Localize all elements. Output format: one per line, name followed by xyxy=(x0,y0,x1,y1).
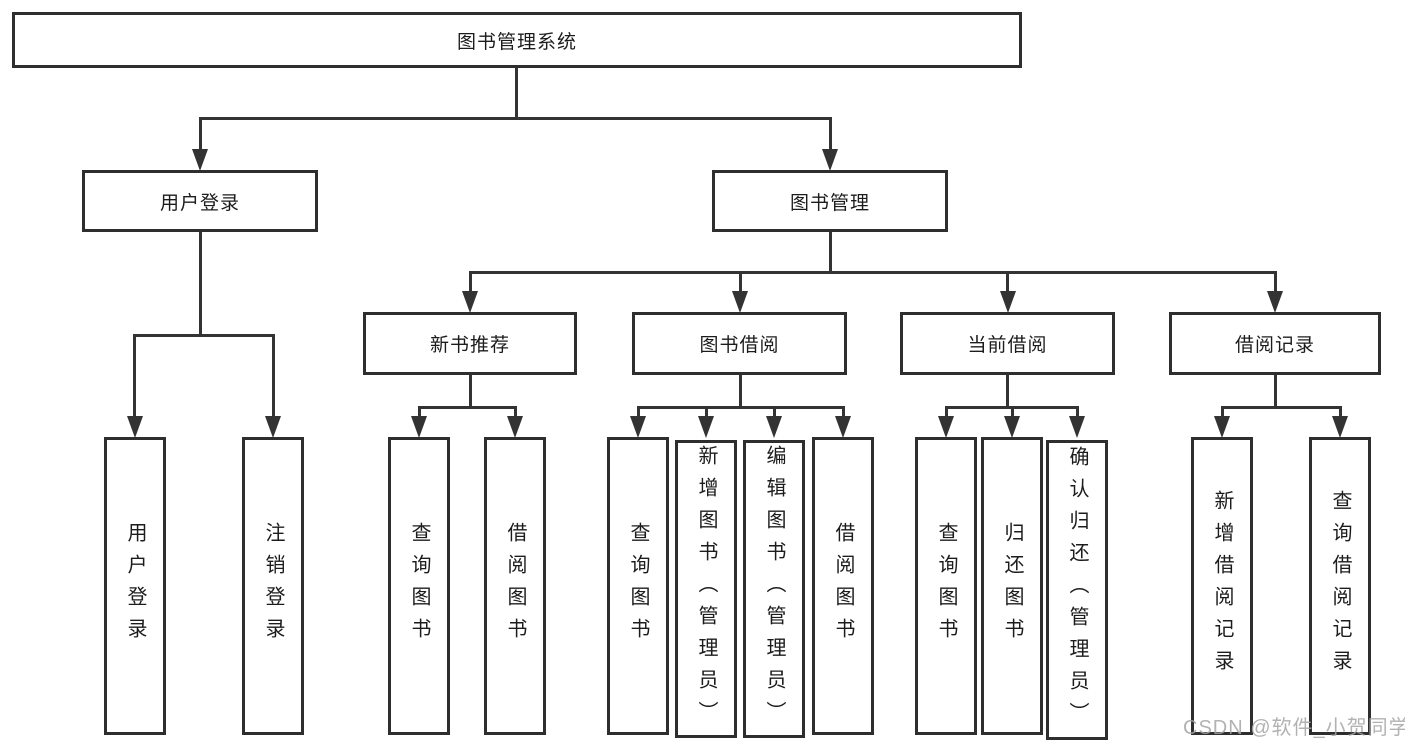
connector-root-stem xyxy=(515,68,518,118)
node-label: 图书管理系统 xyxy=(456,31,577,53)
leaf-query-books-borrowing: 查询图书 xyxy=(607,437,669,735)
arrow-down-icon xyxy=(1267,291,1283,313)
leaf-label: 确认归还（管理员） xyxy=(1066,446,1088,734)
leaf-label: 归还图书 xyxy=(1001,522,1023,650)
arrow-down-icon xyxy=(835,416,851,438)
connector-borrowing-records-branch xyxy=(1221,406,1342,409)
arrow-down-icon xyxy=(938,416,954,438)
connector-leaf xyxy=(842,406,845,418)
connector-to-book-borrowing xyxy=(739,271,742,293)
connector-leaf xyxy=(1221,406,1224,418)
arrow-down-icon xyxy=(732,291,748,313)
node-library-management-system: 图书管理系统 xyxy=(12,12,1022,68)
connector-to-borrowing-records xyxy=(1274,271,1277,293)
connector-borrowing-records-stem xyxy=(1274,375,1277,407)
leaf-label: 用户登录 xyxy=(124,522,146,650)
arrow-down-icon xyxy=(766,416,782,438)
leaf-label: 编辑图书（管理员） xyxy=(763,445,785,733)
leaf-label: 查询借阅记录 xyxy=(1329,490,1351,682)
leaf-label: 查询图书 xyxy=(408,522,430,650)
arrow-down-icon xyxy=(698,416,714,438)
leaf-label: 注销登录 xyxy=(262,522,284,650)
arrow-down-icon xyxy=(822,149,838,171)
connector-book-borrowing-stem xyxy=(739,375,742,407)
leaf-borrow-books-newbook: 借阅图书 xyxy=(484,437,546,735)
connector-leaf xyxy=(1339,406,1342,418)
connector-user-login-stem xyxy=(199,232,202,335)
connector-new-book-branch xyxy=(418,406,517,409)
connector-book-management-branch xyxy=(469,271,1277,274)
node-label: 图书借阅 xyxy=(699,335,780,356)
leaf-label: 查询图书 xyxy=(627,522,649,650)
connector-user-login-branch xyxy=(133,334,275,337)
connector-leaf xyxy=(773,406,776,418)
leaf-label: 借阅图书 xyxy=(504,522,526,650)
node-user-login: 用户登录 xyxy=(82,170,318,232)
connector-root-branch xyxy=(199,117,832,120)
connector-leaf xyxy=(1076,406,1079,418)
leaf-add-borrow-record: 新增借阅记录 xyxy=(1191,437,1253,735)
connector-book-management-stem xyxy=(829,232,832,273)
connector-to-leaf-user-login xyxy=(133,334,136,418)
arrow-down-icon xyxy=(411,416,427,438)
arrow-down-icon xyxy=(1332,416,1348,438)
connector-to-user-login xyxy=(199,117,202,151)
leaf-borrow-books: 借阅图书 xyxy=(812,437,874,735)
connector-leaf xyxy=(637,406,640,418)
arrow-down-icon xyxy=(1214,416,1230,438)
arrow-down-icon xyxy=(265,416,281,438)
arrow-down-icon xyxy=(507,416,523,438)
node-book-management: 图书管理 xyxy=(712,170,948,232)
connector-to-book-management xyxy=(829,117,832,151)
arrow-down-icon xyxy=(462,291,478,313)
node-book-borrowing: 图书借阅 xyxy=(632,312,847,375)
leaf-query-books-current: 查询图书 xyxy=(915,437,977,735)
arrow-down-icon xyxy=(630,416,646,438)
leaf-label: 新增图书（管理员） xyxy=(695,445,717,733)
leaf-label: 查询图书 xyxy=(935,522,957,650)
connector-to-new-book xyxy=(469,271,472,293)
leaf-query-borrow-record: 查询借阅记录 xyxy=(1309,437,1371,735)
leaf-user-login: 用户登录 xyxy=(104,437,166,735)
csdn-watermark: CSDN @软件_小贺同学 xyxy=(1183,717,1405,739)
connector-leaf xyxy=(418,406,421,418)
leaf-logout-login: 注销登录 xyxy=(242,437,304,735)
connector-to-current-borrowing xyxy=(1006,271,1009,293)
connector-book-borrowing-branch xyxy=(637,406,845,409)
leaf-query-books-newbook: 查询图书 xyxy=(388,437,450,735)
connector-leaf xyxy=(945,406,948,418)
arrow-down-icon xyxy=(1069,416,1085,438)
leaf-add-books-admin: 新增图书（管理员） xyxy=(675,440,737,738)
node-label: 当前借阅 xyxy=(967,335,1048,356)
leaf-label: 新增借阅记录 xyxy=(1211,490,1233,682)
node-new-book-recommendation: 新书推荐 xyxy=(363,312,577,375)
node-label: 用户登录 xyxy=(159,192,240,214)
leaf-confirm-return-admin: 确认归还（管理员） xyxy=(1046,440,1108,740)
connector-leaf xyxy=(514,406,517,418)
leaf-label: 借阅图书 xyxy=(832,522,854,650)
arrow-down-icon xyxy=(1004,416,1020,438)
node-label: 图书管理 xyxy=(789,192,870,214)
node-label: 借阅记录 xyxy=(1234,335,1315,356)
arrow-down-icon xyxy=(127,416,143,438)
connector-leaf xyxy=(1011,406,1014,418)
node-current-borrowing: 当前借阅 xyxy=(900,312,1115,375)
connector-to-leaf-logout xyxy=(272,334,275,418)
node-borrowing-records: 借阅记录 xyxy=(1169,312,1381,375)
arrow-down-icon xyxy=(192,149,208,171)
leaf-edit-books-admin: 编辑图书（管理员） xyxy=(743,440,805,738)
connector-new-book-stem xyxy=(469,375,472,407)
connector-current-borrowing-stem xyxy=(1006,375,1009,407)
arrow-down-icon xyxy=(1000,291,1016,313)
leaf-return-books: 归还图书 xyxy=(981,437,1043,735)
node-label: 新书推荐 xyxy=(429,335,510,356)
connector-leaf xyxy=(705,406,708,418)
